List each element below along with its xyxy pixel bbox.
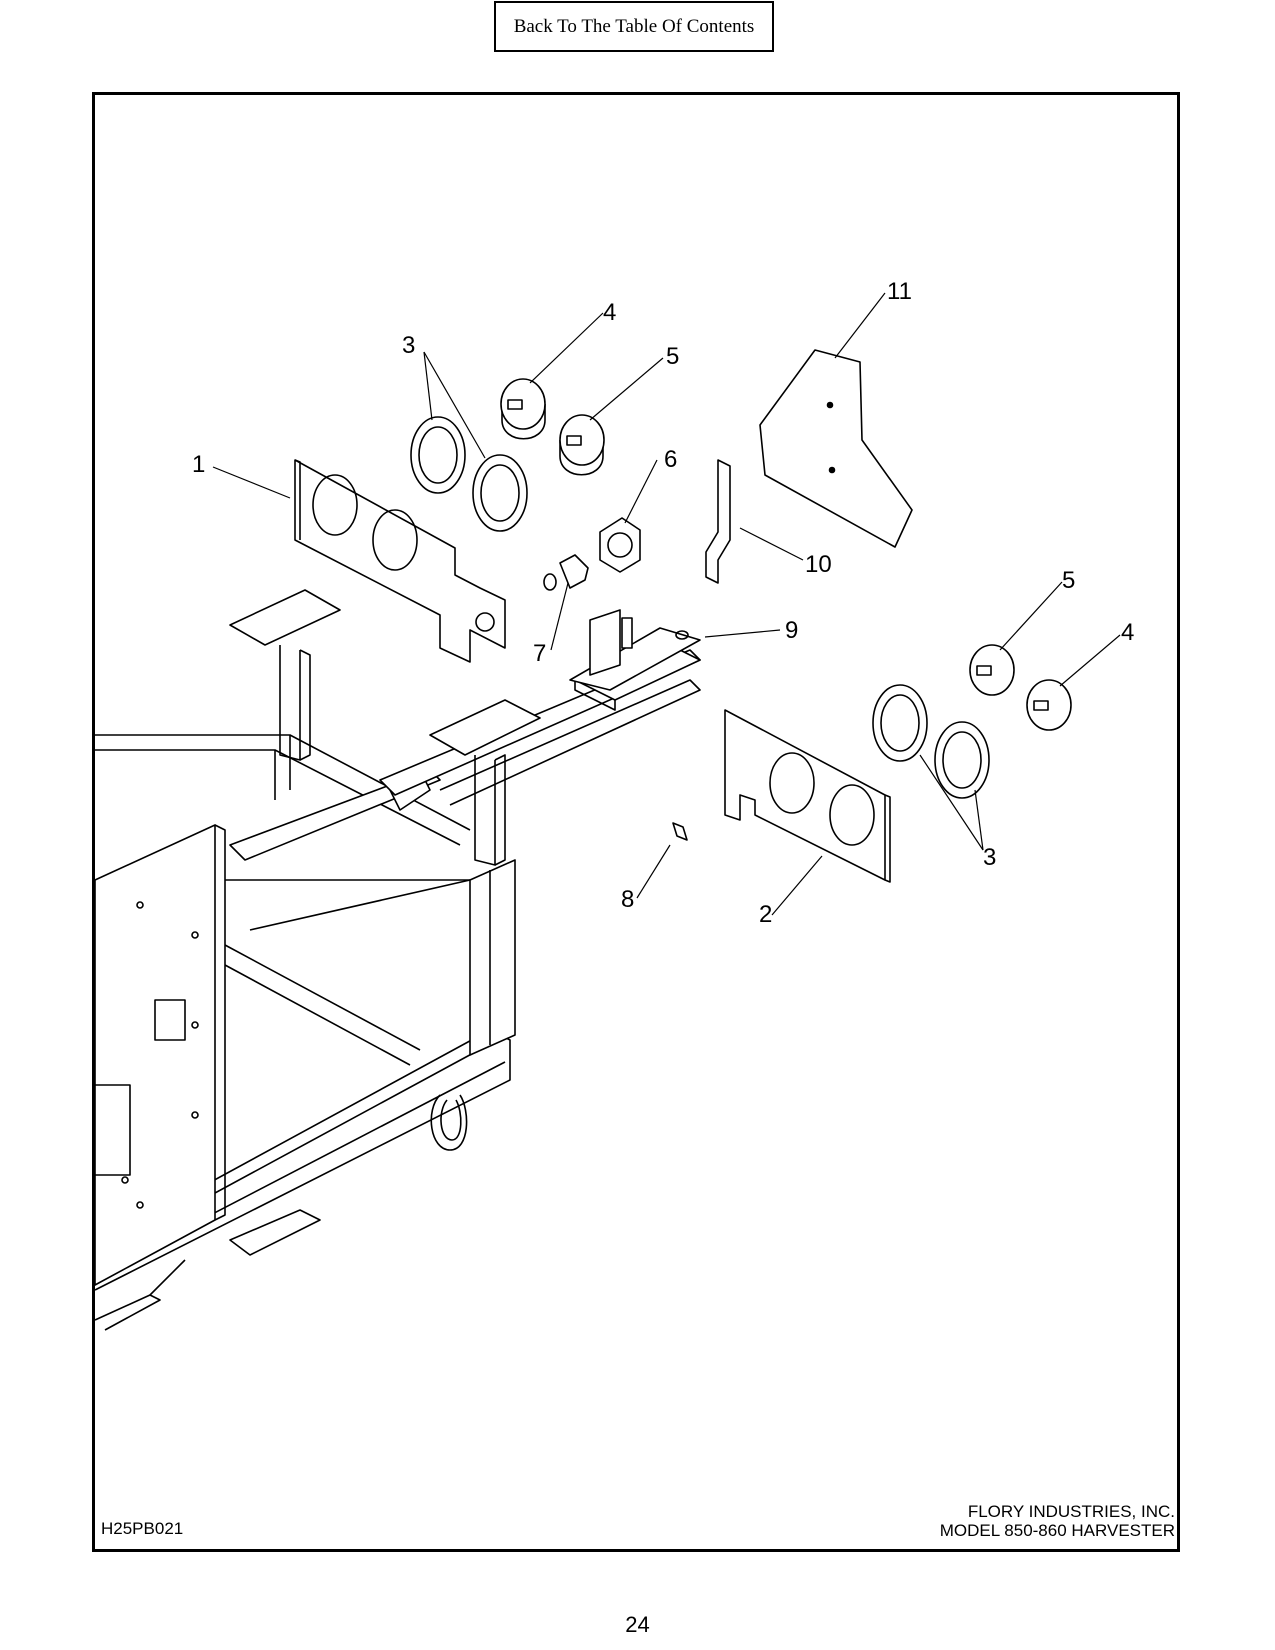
callout-10: 10 [805,551,832,578]
harvester-frame [94,589,701,1331]
callout-7: 7 [533,640,546,667]
callout-4-lower: 4 [1121,619,1134,646]
callout-3-lower: 3 [983,844,996,871]
callout-9: 9 [785,617,798,644]
title-block: FLORY INDUSTRIES, INC. MODEL 850-860 HAR… [940,1502,1175,1540]
callout-6: 6 [664,446,677,473]
part-10-bracket [705,459,731,584]
part-8-clip [672,822,688,841]
drawing-id: H25PB021 [101,1519,184,1538]
callout-1: 1 [192,451,205,478]
part-3-grommets [410,416,990,799]
drawing-frame [92,92,1180,1552]
callout-11: 11 [887,278,912,305]
model-name: MODEL 850-860 HARVESTER [939,1521,1175,1540]
leader-lines [212,292,1121,916]
part-1-mounting-plate [294,459,506,663]
part-6-connector [599,517,641,573]
part-9-hitch-bracket [569,609,701,691]
company-name: FLORY INDUSTRIES, INC. [967,1502,1175,1521]
part-2-mounting-plate [724,709,891,883]
callout-3-upper: 3 [402,332,415,359]
part-11-shield [759,349,913,548]
callout-5-upper: 5 [666,343,679,370]
page-number: 24 [625,1612,650,1637]
callout-5-lower: 5 [1062,567,1075,594]
part-4-5-caps [500,378,1072,731]
back-to-toc-link[interactable]: Back To The Table Of Contents [494,1,774,52]
callout-labels: 1 2 3 3 4 4 5 5 6 7 8 9 10 11 [192,278,1134,928]
callout-2: 2 [759,901,772,928]
callout-8: 8 [621,886,634,913]
callout-4-upper: 4 [603,299,616,326]
part-7-plug [543,554,589,591]
